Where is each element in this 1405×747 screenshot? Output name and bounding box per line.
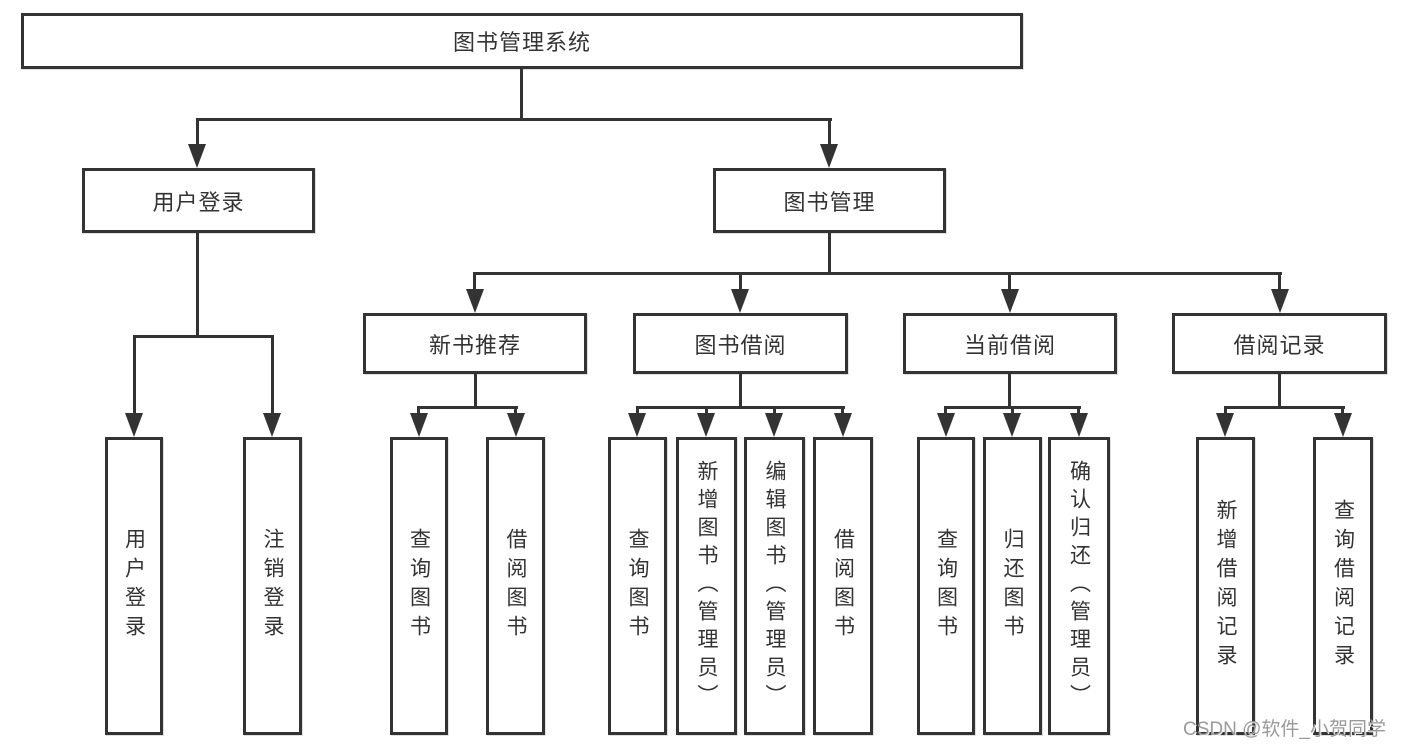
arrowhead-down-icon — [263, 413, 281, 437]
leaf-confirm-return-admin-label: 确认归还（管理员） — [1067, 460, 1091, 712]
node-book-borrow-label: 图书借阅 — [694, 332, 787, 358]
leaf-query-books-current: 查询图书 — [917, 437, 975, 735]
arrowhead-down-icon — [820, 144, 838, 168]
connector-segment — [474, 374, 477, 408]
connector-segment — [473, 272, 476, 294]
leaf-borrow-books-label: 借阅图书 — [831, 528, 855, 644]
leaf-add-books-admin-label: 新增图书（管理员） — [695, 460, 718, 712]
leaf-add-borrow-record-label: 新增借阅记录 — [1214, 499, 1237, 673]
connector-segment — [514, 406, 517, 418]
connector-segment — [417, 406, 420, 418]
leaf-query-books-borrow-label: 查询图书 — [626, 528, 649, 644]
leaf-logout-label: 注销登录 — [261, 528, 284, 644]
connector-segment — [417, 406, 518, 409]
connector-segment — [773, 406, 776, 418]
leaf-confirm-return-admin: 确认归还（管理员） — [1048, 437, 1110, 735]
node-new-book-recommend-label: 新书推荐 — [428, 332, 521, 358]
leaf-edit-books-admin-label: 编辑图书（管理员） — [763, 460, 786, 712]
connector-segment — [841, 406, 844, 418]
connector-segment — [739, 374, 742, 408]
arrowhead-down-icon — [628, 413, 646, 437]
node-current-borrow-label: 当前借阅 — [963, 332, 1056, 358]
connector-segment — [1008, 272, 1011, 294]
node-new-book-recommend: 新书推荐 — [363, 313, 587, 374]
connector-segment — [1011, 406, 1014, 418]
connector-segment — [705, 406, 708, 418]
node-user-login: 用户登录 — [82, 168, 315, 233]
arrowhead-down-icon — [1216, 413, 1234, 437]
connector-segment — [636, 406, 639, 418]
leaf-return-books: 归还图书 — [983, 437, 1042, 735]
arrowhead-down-icon — [731, 289, 749, 313]
connector-segment — [944, 406, 947, 418]
connector-segment — [1341, 406, 1344, 418]
arrowhead-down-icon — [410, 413, 428, 437]
leaf-return-books-label: 归还图书 — [1001, 528, 1024, 644]
leaf-borrow-books-recommend-label: 借阅图书 — [504, 528, 527, 644]
arrowhead-down-icon — [834, 413, 852, 437]
node-current-borrow: 当前借阅 — [903, 313, 1117, 374]
arrowhead-down-icon — [765, 413, 783, 437]
connector-segment — [828, 233, 831, 275]
leaf-query-borrow-record-label: 查询借阅记录 — [1331, 499, 1355, 673]
connector-segment — [271, 335, 274, 417]
arrowhead-down-icon — [125, 413, 143, 437]
arrowhead-down-icon — [697, 413, 715, 437]
arrowhead-down-icon — [1070, 413, 1088, 437]
leaf-query-books-recommend: 查询图书 — [390, 437, 448, 735]
arrowhead-down-icon — [1334, 413, 1352, 437]
connector-segment — [520, 69, 523, 120]
node-root: 图书管理系统 — [21, 13, 1023, 69]
connector-segment — [739, 272, 742, 294]
connector-segment — [196, 233, 199, 337]
connector-segment — [1224, 406, 1227, 418]
connector-segment — [133, 335, 274, 338]
arrowhead-down-icon — [1001, 289, 1019, 313]
watermark: CSDN @软件_小贺同学 — [1183, 719, 1386, 740]
connector-segment — [1224, 406, 1345, 409]
leaf-query-borrow-record: 查询借阅记录 — [1313, 437, 1373, 735]
connector-segment — [828, 118, 831, 148]
node-borrow-record: 借阅记录 — [1172, 313, 1387, 374]
leaf-borrow-books-recommend: 借阅图书 — [486, 437, 545, 735]
leaf-user-login-label: 用户登录 — [122, 528, 146, 644]
node-root-label: 图书管理系统 — [452, 30, 591, 55]
connector-segment — [1278, 374, 1281, 408]
leaf-borrow-books: 借阅图书 — [813, 437, 873, 735]
leaf-user-login: 用户登录 — [105, 437, 163, 735]
connector-segment — [196, 118, 832, 121]
node-book-management-label: 图书管理 — [783, 189, 876, 215]
connector-segment — [474, 272, 1282, 275]
leaf-add-books-admin: 新增图书（管理员） — [676, 437, 737, 735]
arrowhead-down-icon — [1271, 289, 1289, 313]
node-book-borrow: 图书借阅 — [633, 313, 848, 374]
leaf-query-books-borrow: 查询图书 — [608, 437, 667, 735]
arrowhead-down-icon — [466, 289, 484, 313]
node-borrow-record-label: 借阅记录 — [1233, 332, 1326, 358]
connector-segment — [1077, 406, 1080, 418]
arrowhead-down-icon — [188, 144, 206, 168]
leaf-add-borrow-record: 新增借阅记录 — [1196, 437, 1255, 735]
node-user-login-label: 用户登录 — [152, 189, 245, 215]
connector-segment — [636, 406, 845, 409]
arrowhead-down-icon — [1003, 413, 1021, 437]
connector-segment — [1008, 374, 1011, 408]
leaf-query-books-current-label: 查询图书 — [934, 528, 958, 644]
leaf-logout: 注销登录 — [243, 437, 302, 735]
leaf-query-books-recommend-label: 查询图书 — [407, 528, 431, 644]
connector-segment — [133, 335, 136, 417]
connector-segment — [196, 118, 199, 148]
arrowhead-down-icon — [507, 413, 525, 437]
node-book-management: 图书管理 — [713, 168, 946, 233]
connector-segment — [1278, 272, 1281, 294]
arrowhead-down-icon — [937, 413, 955, 437]
leaf-edit-books-admin: 编辑图书（管理员） — [744, 437, 805, 735]
